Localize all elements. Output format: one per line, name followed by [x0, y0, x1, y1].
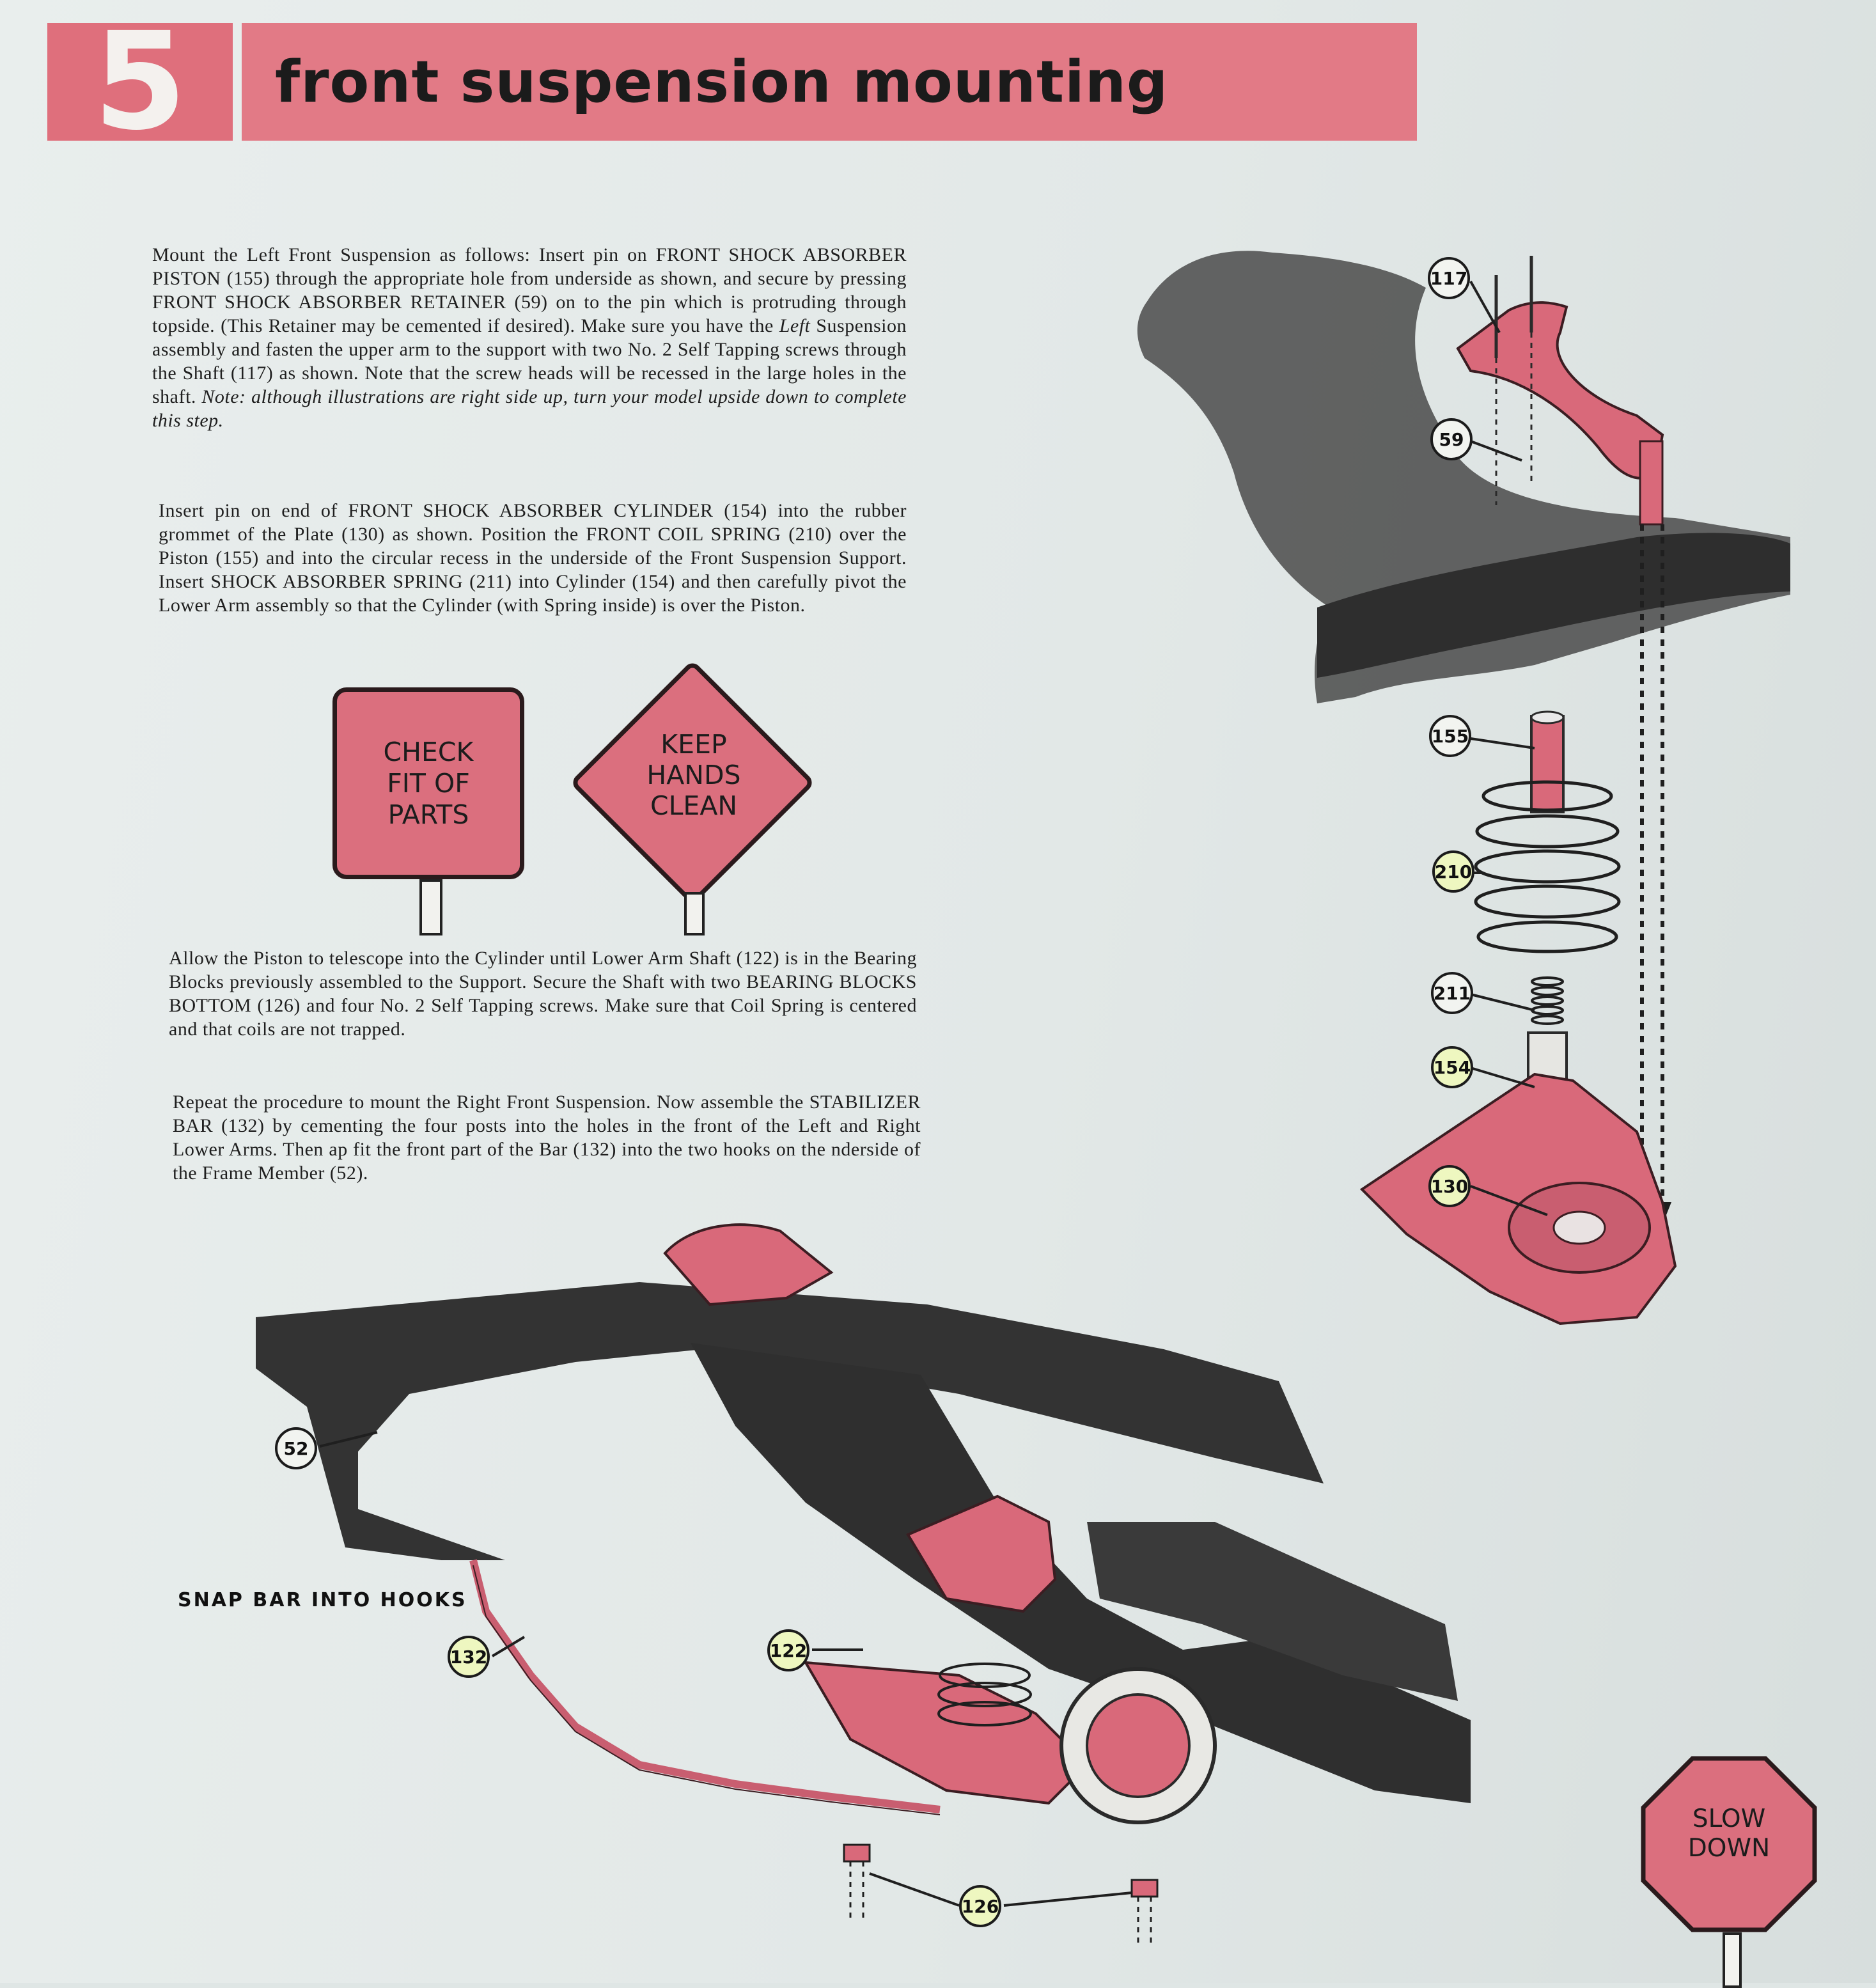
check-fit-sign-post	[419, 879, 442, 935]
callout-132: 132	[448, 1636, 490, 1678]
paragraph-1-run: Note: although illustrations are right s…	[152, 386, 907, 431]
shock-spring-drawing	[1531, 976, 1564, 1025]
assembled-suspension-drawing	[663, 1223, 1217, 1824]
callout-155: 155	[1429, 715, 1471, 757]
callout-117: 117	[1428, 257, 1470, 299]
callout-59: 59	[1430, 418, 1473, 460]
callout-122: 122	[767, 1629, 809, 1671]
callout-154: 154	[1431, 1046, 1473, 1088]
instruction-paragraph-1: Mount the Left Front Suspension as follo…	[152, 243, 907, 432]
slow-down-sign	[1641, 1756, 1817, 1932]
lower-arm-drawing	[1359, 1072, 1677, 1326]
paragraph-1-run: Mount the Left Front Suspension as follo…	[152, 244, 907, 336]
upper-arm-drawing	[1456, 301, 1664, 526]
front-suspension-support-drawing	[1137, 251, 1790, 703]
bearing-blocks-drawing	[843, 1843, 1159, 1944]
shock-piston-drawing	[1530, 710, 1565, 813]
slow-down-sign-text: SLOW DOWN	[1687, 1804, 1770, 1863]
callout-130: 130	[1428, 1165, 1471, 1207]
page-title: front suspension mounting	[275, 48, 1169, 116]
step-number-box: 5	[47, 15, 233, 149]
snap-bar-label: SNAP BAR INTO HOOKS	[178, 1589, 467, 1611]
stabilizer-bar-drawing	[469, 1559, 941, 1813]
callout-52: 52	[275, 1427, 317, 1469]
slow-down-sign-post	[1723, 1932, 1742, 1988]
keep-hands-sign-post	[684, 892, 705, 935]
paragraph-1-run: Left	[779, 315, 811, 336]
callout-210: 210	[1432, 850, 1474, 893]
instruction-paragraph-2: Insert pin on end of FRONT SHOCK ABSORBE…	[159, 500, 907, 616]
instruction-paragraph-4: Repeat the procedure to mount the Right …	[173, 1092, 921, 1184]
paragraph-1-run: Suspension assembly and fasten the upper…	[152, 315, 907, 407]
frame-member-drawing	[256, 1282, 1471, 1803]
callout-126: 126	[959, 1885, 1001, 1927]
coil-spring-drawing	[1474, 780, 1621, 953]
step-number: 5	[93, 3, 187, 160]
keep-hands-sign-text: KEEP HANDS CLEAN	[646, 729, 741, 821]
title-bar: front suspension mounting	[242, 23, 1417, 141]
callout-211: 211	[1431, 972, 1473, 1014]
instruction-paragraph-3: Allow the Piston to telescope into the C…	[169, 948, 917, 1040]
check-fit-sign: CHECK FIT OF PARTS	[332, 687, 524, 879]
check-fit-sign-text: CHECK FIT OF PARTS	[383, 736, 474, 830]
